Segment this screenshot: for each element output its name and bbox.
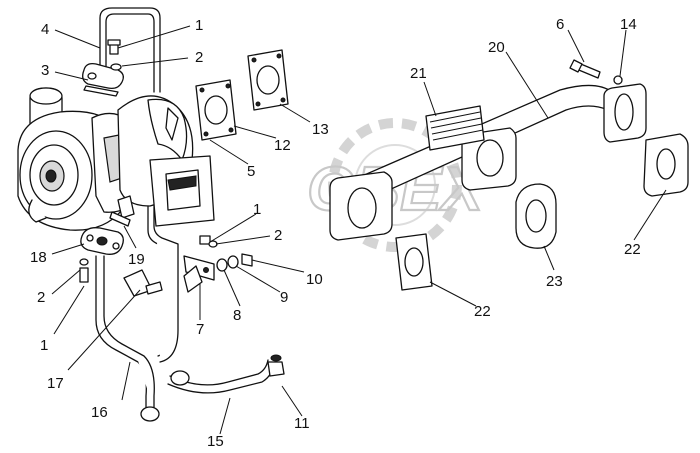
- callout-3: 3: [41, 62, 49, 79]
- callout-23: 23: [546, 273, 563, 290]
- pipe-clamp: [123, 269, 163, 297]
- bellows: [425, 105, 485, 151]
- callout-22-right: 22: [624, 241, 641, 258]
- oil-inlet-flange: [82, 39, 124, 97]
- bolt-6: [569, 59, 601, 79]
- oil-return-flange: [79, 211, 131, 283]
- gasket-13: [247, 49, 289, 111]
- leader-lines: [51, 25, 667, 435]
- callout-22-lower: 22: [474, 303, 491, 320]
- callout-19: 19: [128, 251, 145, 268]
- callout-14: 14: [620, 16, 637, 33]
- callout-13: 13: [312, 121, 329, 138]
- nut-14: [613, 75, 623, 85]
- callout-9: 9: [280, 289, 288, 306]
- turbocharger: [17, 87, 215, 231]
- oil-return-pipe: [95, 255, 160, 422]
- callout-2-low: 2: [37, 289, 45, 306]
- callout-21: 21: [410, 65, 427, 82]
- gasket-12: [195, 79, 237, 141]
- water-pipe: [167, 354, 285, 394]
- callouts: 1 2 4 3 6 14 20 21 13 12 5 1 2 10 9 8 7 …: [30, 16, 641, 450]
- callout-1-low: 1: [40, 337, 48, 354]
- callout-15: 15: [207, 433, 224, 450]
- callout-1-mid: 1: [253, 201, 261, 218]
- callout-8: 8: [233, 307, 241, 324]
- callout-12: 12: [274, 137, 291, 154]
- callout-7: 7: [196, 321, 204, 338]
- gasket-22-lower: [395, 233, 433, 291]
- callout-10: 10: [306, 271, 323, 288]
- callout-20: 20: [488, 39, 505, 56]
- callout-17: 17: [47, 375, 64, 392]
- support-bracket: [183, 235, 253, 293]
- callout-2-mid: 2: [274, 227, 282, 244]
- callout-5: 5: [247, 163, 255, 180]
- gasket-23: [515, 183, 557, 249]
- callout-18: 18: [30, 249, 47, 266]
- gasket-22-right: [643, 133, 689, 197]
- callout-1-top: 1: [195, 17, 203, 34]
- callout-4: 4: [41, 21, 49, 38]
- callout-16: 16: [91, 404, 108, 421]
- callout-6: 6: [556, 16, 564, 33]
- callout-11: 11: [294, 415, 310, 432]
- callout-2-top: 2: [195, 49, 203, 66]
